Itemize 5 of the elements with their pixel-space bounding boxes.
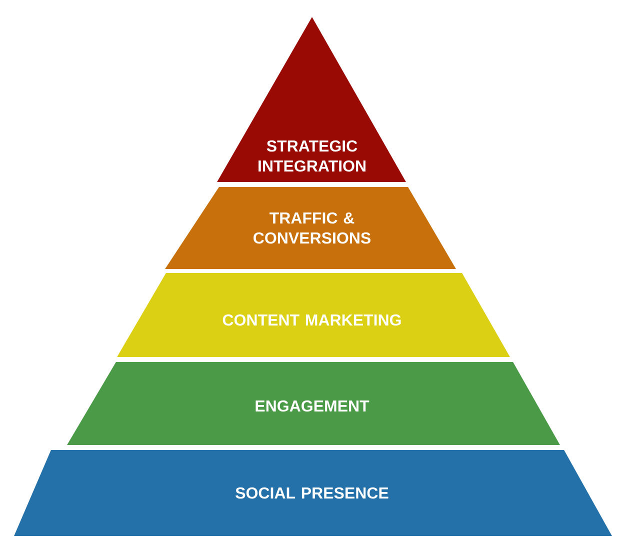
pyramid-tier: CONTENT MARKETING xyxy=(117,273,510,357)
pyramid-tier: TRAFFIC & CONVERSIONS xyxy=(165,187,456,269)
pyramid-tier: STRATEGIC INTEGRATION xyxy=(217,17,406,182)
pyramid-tier: ENGAGEMENT xyxy=(67,362,560,445)
pyramid-tier: SOCIAL PRESENCE xyxy=(14,450,612,536)
